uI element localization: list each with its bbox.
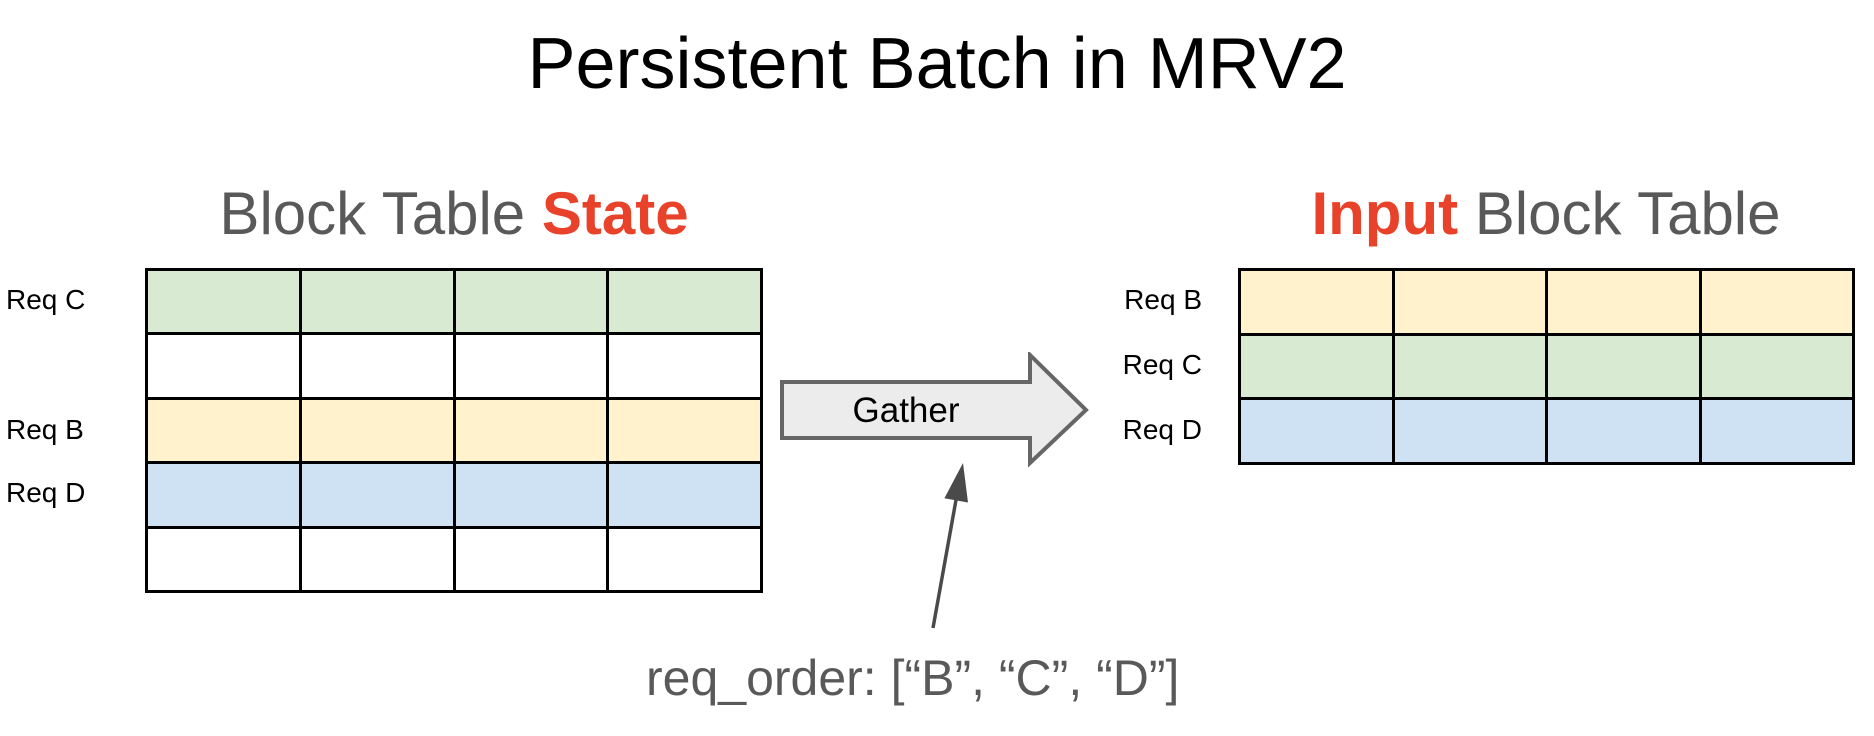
block-cell: [1701, 335, 1852, 398]
right-heading-suffix: Block Table: [1458, 180, 1781, 247]
block-cell: [148, 335, 299, 397]
diagram-title: Persistent Batch in MRV2: [527, 24, 1347, 104]
block-cell: [1701, 271, 1852, 333]
block-cell: [301, 464, 453, 526]
block-cell: [301, 335, 453, 397]
state-row-label-req-b: Req B: [6, 414, 84, 445]
state-row-label-req-d: Req D: [6, 477, 86, 508]
block-cell: [609, 335, 760, 397]
block-cell: [148, 528, 299, 590]
block-cell: [1701, 400, 1852, 462]
right-heading-highlight: Input: [1311, 180, 1459, 247]
block-cell: [609, 464, 760, 526]
block-cell: [1394, 271, 1545, 333]
block-cell: [301, 271, 453, 333]
block-cell: [609, 399, 760, 462]
block-cell: [455, 464, 607, 526]
input-row-label-req-c: Req C: [1122, 349, 1202, 380]
block-cell: [148, 464, 299, 526]
block-cell: [1241, 335, 1392, 398]
block-cell: [609, 271, 760, 333]
input-row-label-req-b: Req B: [1124, 284, 1202, 315]
block-cell: [1241, 271, 1392, 333]
block-cell: [1394, 335, 1545, 398]
left-heading-highlight: State: [541, 180, 689, 247]
left-heading-prefix: Block Table: [219, 180, 542, 247]
block-cell: [148, 271, 299, 333]
block-cell: [1394, 400, 1545, 462]
input-row-label-req-d: Req D: [1122, 414, 1202, 445]
right-table-heading: Input Block Table: [1196, 182, 1874, 246]
annotation-pointer-arrow-icon: [931, 463, 968, 629]
req-order-annotation: req_order: [“B”, “C”, “D”]: [646, 650, 1180, 706]
block-cell: [455, 335, 607, 397]
block-cell: [455, 271, 607, 333]
gather-arrow-icon: [780, 352, 1089, 468]
block-cell: [301, 528, 453, 590]
block-cell: [455, 399, 607, 462]
block-cell: [1241, 400, 1392, 462]
block-cell: [1548, 400, 1699, 462]
input-block-table: [1238, 268, 1855, 465]
gather-arrow-label: Gather: [852, 391, 960, 430]
block-table-state: [145, 268, 763, 593]
block-cell: [1548, 271, 1699, 333]
block-cell: [609, 528, 760, 590]
block-cell: [301, 399, 453, 462]
left-table-heading: Block Table State: [95, 182, 813, 246]
state-row-label-req-c: Req C: [6, 284, 86, 315]
block-cell: [455, 528, 607, 590]
block-cell: [148, 399, 299, 462]
block-cell: [1548, 335, 1699, 398]
